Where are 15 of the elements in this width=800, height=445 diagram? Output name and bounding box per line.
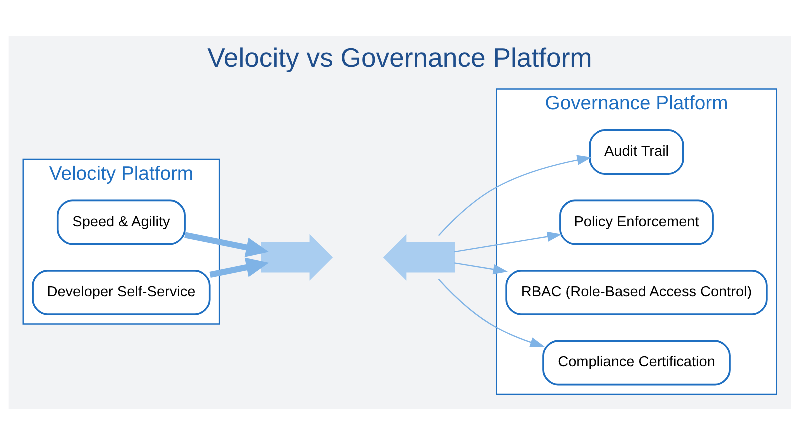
arrow — [438, 279, 545, 348]
arrow — [438, 155, 592, 236]
node-box: Developer Self-Service — [32, 270, 211, 316]
node-box: Audit Trail — [589, 130, 684, 175]
node-box: Speed & Agility — [56, 200, 186, 246]
node-box: Compliance Certification — [542, 340, 731, 386]
arrow — [210, 258, 270, 278]
node-arrow — [383, 234, 456, 281]
arrow — [184, 232, 270, 258]
node-box: RBAC (Role-Based Access Control) — [506, 270, 768, 316]
arrow — [454, 262, 508, 275]
diagram-title: Velocity vs Governance Platform — [208, 43, 592, 74]
node-arrow — [261, 234, 334, 281]
node-box: Policy Enforcement — [560, 200, 714, 246]
arrow — [454, 232, 562, 253]
